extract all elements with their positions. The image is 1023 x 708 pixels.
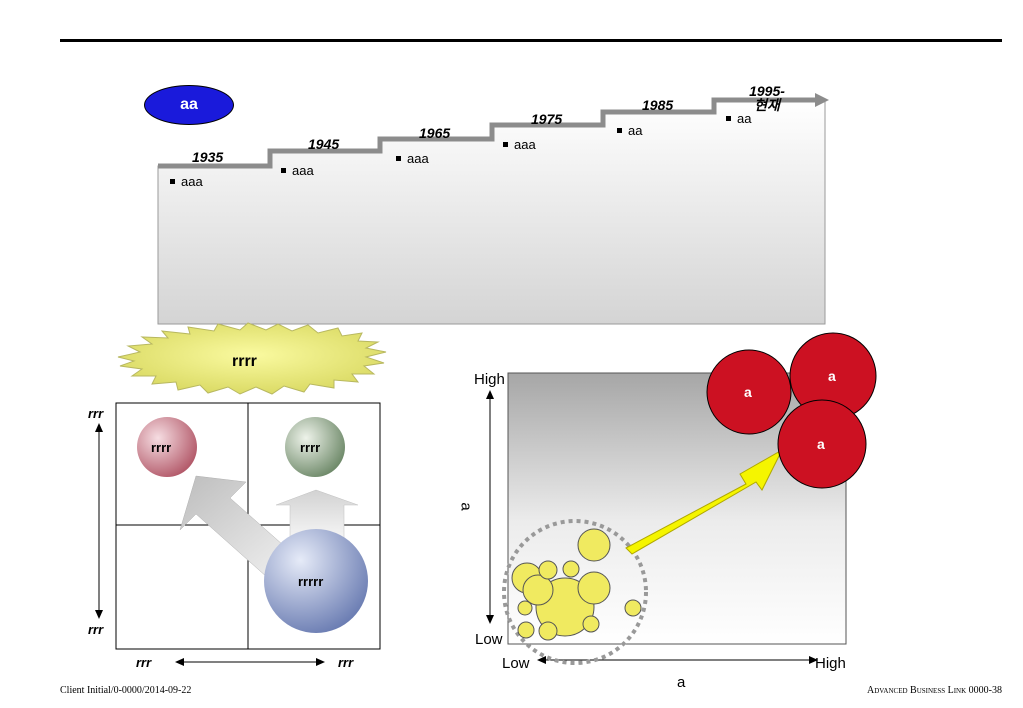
starburst-shape (117, 322, 387, 395)
ball-label-1: rrrr (151, 440, 172, 455)
timeline-year-3: 1965 (419, 125, 451, 141)
timeline-item-6: aa (726, 111, 751, 126)
small-bubbles (511, 528, 642, 641)
timeline-year-4: 1975 (531, 111, 563, 127)
section-badge: aa (144, 85, 234, 125)
bubble-x-low: Low (502, 655, 530, 672)
red-circle-label-1: a (744, 384, 752, 400)
timeline-item-2: aaa (281, 163, 314, 178)
timeline-year-2: 1945 (308, 136, 340, 152)
matrix-y-bottom-label: rrr (88, 622, 104, 637)
growth-arrow (625, 448, 784, 555)
matrix-y-top-label: rrr (88, 406, 104, 421)
timeline-item-3: aaa (396, 151, 429, 166)
timeline-year-5: 1985 (642, 97, 674, 113)
footer-left: Client Initial/0-0000/2014-09-22 (60, 685, 192, 696)
bubble-x-high: High (815, 655, 846, 672)
timeline-item-5: aa (617, 123, 642, 138)
bubble-y-low: Low (475, 631, 503, 648)
bubble-y-title: a (457, 502, 475, 511)
starburst-title: rrrr (232, 353, 257, 370)
timeline-year-6-line2: 현재 (754, 97, 780, 113)
timeline-year-6: 1995- 현재 (742, 84, 792, 112)
ball-label-3: rrrrr (298, 574, 324, 589)
matrix-x-right-label: rrr (338, 655, 354, 670)
ball-label-2: rrrr (300, 440, 321, 455)
top-rule (60, 39, 1002, 42)
bubble-x-title: a (677, 674, 686, 691)
red-circle-label-2: a (828, 368, 836, 384)
timeline-year-1: 1935 (192, 149, 224, 165)
matrix-x-left-label: rrr (136, 655, 152, 670)
timeline-item-1: aaa (170, 174, 203, 189)
bubble-y-high: High (474, 371, 505, 388)
timeline-year-6-line1: 1995- (749, 83, 785, 99)
footer-right: Advanced Business Link 0000-38 (867, 685, 1002, 696)
red-circle-label-3: a (817, 436, 825, 452)
timeline-item-4: aaa (503, 137, 536, 152)
